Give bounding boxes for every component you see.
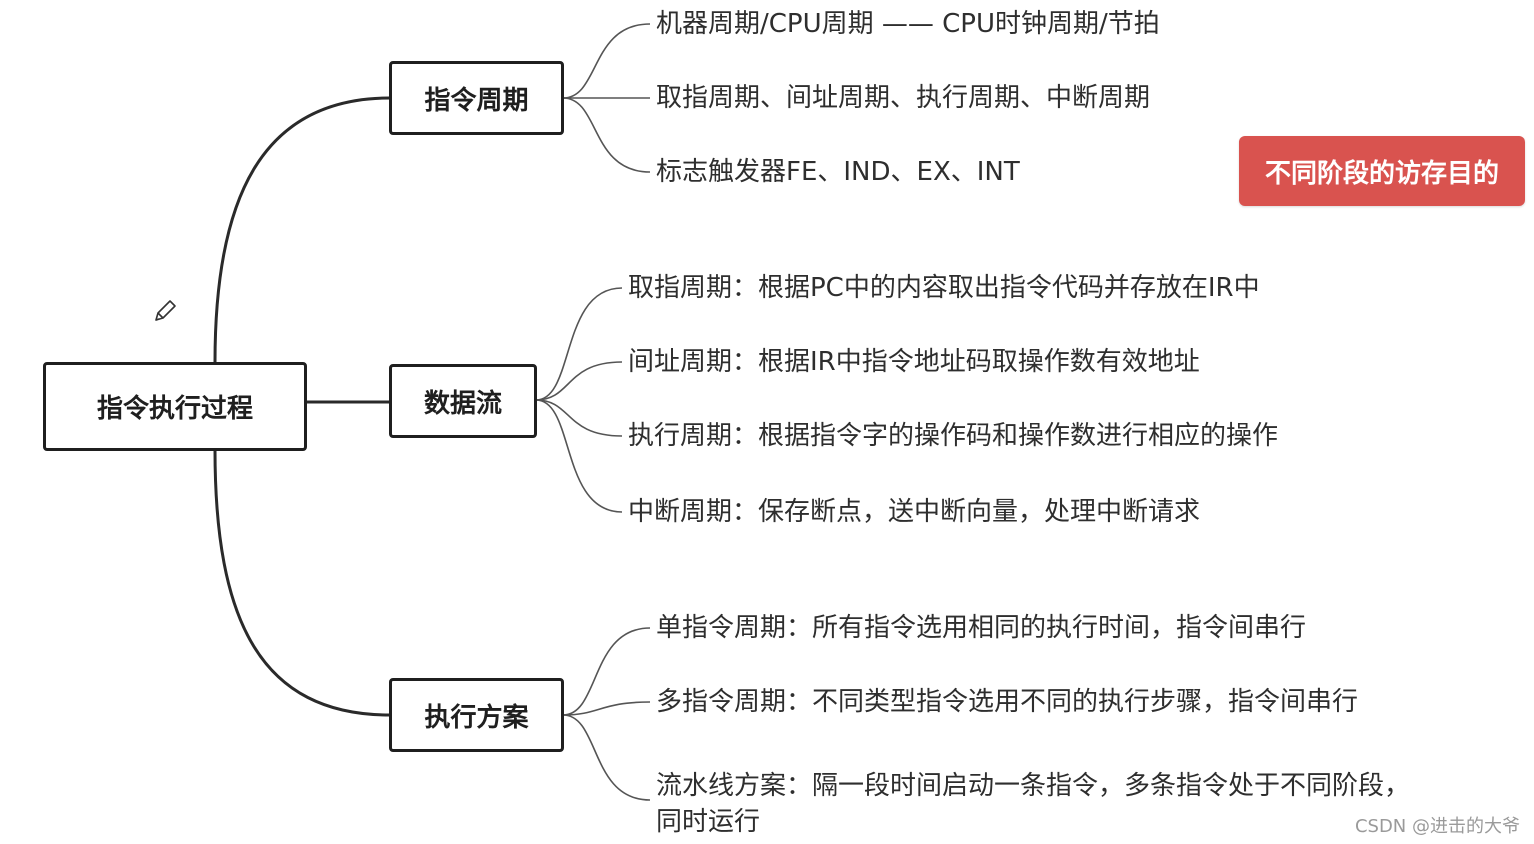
link-b3-item-3 <box>562 714 651 801</box>
branch-node-1-label: 指令周期 <box>424 85 529 116</box>
branch-node-3-label: 执行方案 <box>424 702 529 733</box>
leaf-b2-4[interactable]: 中断周期：保存断点，送中断向量，处理中断请求 <box>628 497 1201 527</box>
link-b1-item-1 <box>562 23 651 99</box>
leaf-b3-2[interactable]: 多指令周期：不同类型指令选用不同的执行步骤，指令间串行 <box>656 687 1359 717</box>
branch-node-2[interactable]: 数据流 <box>389 364 537 438</box>
link-root-branch-1 <box>213 96 392 364</box>
csdn-watermark: CSDN @进击的大爷 <box>1354 816 1520 837</box>
link-b1-item-3 <box>562 97 651 173</box>
pencil-icon[interactable] <box>150 296 180 326</box>
link-root-branch-3 <box>213 448 392 717</box>
branch-node-3[interactable]: 执行方案 <box>389 678 564 752</box>
branch-node-2-label: 数据流 <box>423 388 502 419</box>
link-b2-item-1 <box>535 287 623 401</box>
link-b2-item-3 <box>535 399 623 437</box>
leaf-b3-1[interactable]: 单指令周期：所有指令选用相同的执行时间，指令间串行 <box>656 613 1307 643</box>
link-b2-item-4 <box>535 399 623 513</box>
root-node[interactable]: 指令执行过程 <box>43 362 307 451</box>
link-b3-item-1 <box>562 627 651 716</box>
leaf-b2-3[interactable]: 执行周期：根据指令字的操作码和操作数进行相应的操作 <box>628 421 1279 451</box>
leaf-b3-3[interactable]: 流水线方案：隔一段时间启动一条指令，多条指令处于不同阶段，同时运行 <box>656 771 1411 837</box>
leaf-b1-3[interactable]: 标志触发器FE、IND、EX、INT <box>656 157 1020 187</box>
leaf-b1-2[interactable]: 取指周期、间址周期、执行周期、中断周期 <box>656 83 1151 113</box>
leaf-b2-2[interactable]: 间址周期：根据IR中指令地址码取操作数有效地址 <box>628 347 1200 377</box>
leaf-b2-1[interactable]: 取指周期：根据PC中的内容取出指令代码并存放在IR中 <box>628 273 1260 303</box>
leaf-b1-1[interactable]: 机器周期/CPU周期 —— CPU时钟周期/节拍 <box>656 9 1160 39</box>
stage-memory-access-badge[interactable]: 不同阶段的访存目的 <box>1239 136 1525 206</box>
link-b2-item-2 <box>535 361 623 401</box>
branch-node-1[interactable]: 指令周期 <box>389 61 564 135</box>
badge-label: 不同阶段的访存目的 <box>1264 158 1499 189</box>
root-node-label: 指令执行过程 <box>96 394 253 424</box>
link-b3-item-2 <box>562 701 651 716</box>
